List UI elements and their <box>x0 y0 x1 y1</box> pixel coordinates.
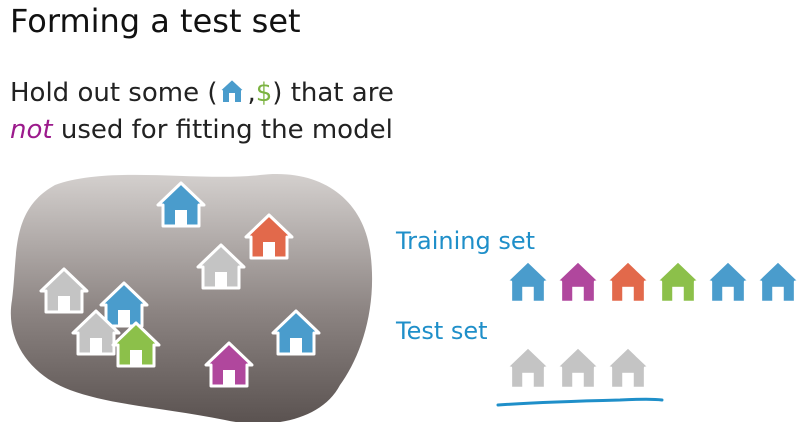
line1-sep: , <box>247 78 256 108</box>
holdout-text-line1: Hold out some (,$) that are <box>10 76 394 110</box>
blue-house-icon <box>704 259 752 304</box>
dollar-sign: $ <box>255 78 273 108</box>
blue-house-icon <box>754 259 798 304</box>
gray-house-icon <box>504 345 552 390</box>
line1-before: Hold out some ( <box>10 78 218 108</box>
training-houses <box>504 259 798 304</box>
orange-house-icon <box>604 259 652 304</box>
magenta-house-icon <box>554 259 602 304</box>
test-set-underline <box>496 397 664 407</box>
green-house-icon <box>654 259 702 304</box>
emphasis-not: not <box>10 115 53 145</box>
slide-title: Forming a test set <box>10 2 301 40</box>
test-houses <box>504 345 652 390</box>
test-set-label: Test set <box>396 317 488 345</box>
blue-house-icon <box>504 259 552 304</box>
line2-rest: used for fitting the model <box>52 115 393 145</box>
gray-house-icon <box>604 345 652 390</box>
training-set-label: Training set <box>396 227 536 255</box>
house-icon <box>218 78 247 104</box>
gray-house-icon <box>554 345 602 390</box>
line1-after: ) that are <box>272 78 394 108</box>
holdout-text-line2: not used for fitting the model <box>10 113 393 147</box>
